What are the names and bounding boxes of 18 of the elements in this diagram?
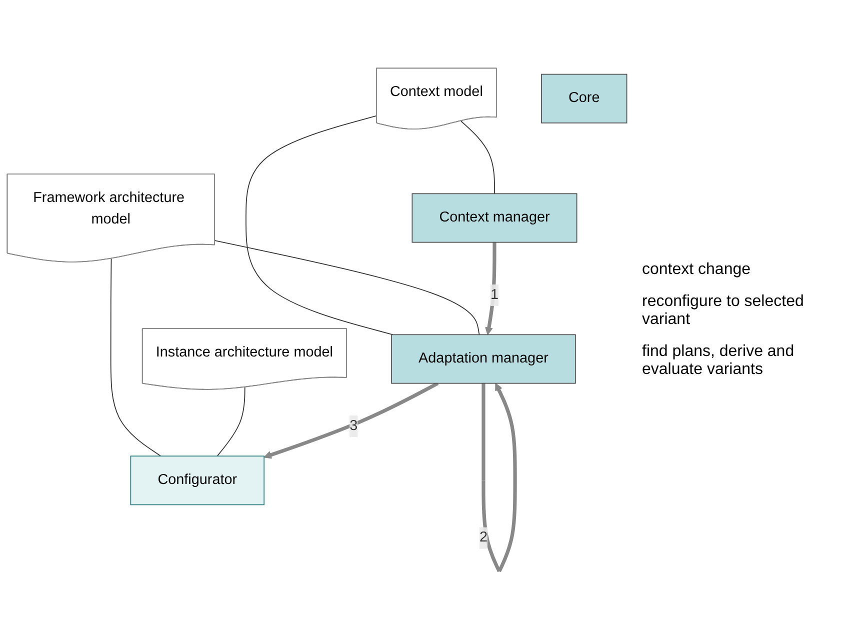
arrow [264,381,439,458]
note: find plans, derive and evaluate variants [642,342,796,378]
node-box: Core [541,73,628,124]
connector [214,240,480,335]
edge-label: 1 [490,286,498,302]
edge-label: 2 [479,530,488,545]
node-box: Configurator [130,455,265,505]
node-box: Adaptation manager [391,334,576,384]
arrow [482,382,517,572]
connector [216,386,246,456]
connector [246,114,394,335]
edge-label: 3 [350,418,358,434]
note: reconfigure to selected variant [642,292,805,328]
arrow [485,242,496,335]
node-box: Context manager [412,192,578,242]
note: context change [642,260,752,278]
connector [460,120,495,194]
connector [110,258,162,456]
